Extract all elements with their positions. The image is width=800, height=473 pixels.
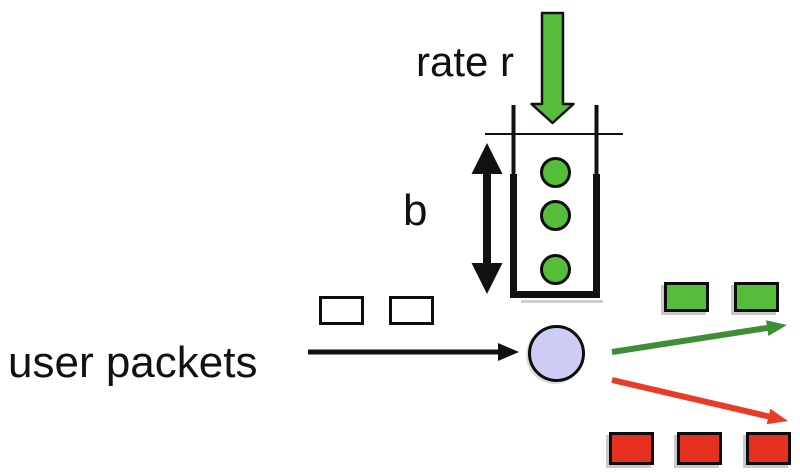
nonconforming-packet: [746, 432, 791, 465]
input-packet: [389, 296, 434, 325]
conforming-packet: [734, 282, 779, 312]
input-arrow: [308, 343, 519, 361]
nonconforming-packet: [677, 432, 722, 465]
token-circle: [540, 254, 571, 285]
rate-arrow-icon: [530, 11, 575, 125]
conforming-arrow: [611, 320, 787, 355]
token-circle: [540, 157, 571, 188]
conforming-packet: [664, 282, 709, 312]
bucket-depth-label: b: [403, 186, 428, 235]
token-circle: [540, 200, 571, 231]
input-packet: [319, 296, 364, 325]
regulator-circle: [528, 325, 585, 382]
bucket-depth-arrow: [471, 143, 503, 294]
rate-label: rate r: [416, 38, 515, 85]
user-packets-label: user packets: [8, 338, 258, 387]
nonconforming-arrow: [611, 377, 788, 425]
nonconforming-packet: [609, 432, 654, 465]
bucket-body: [510, 174, 600, 298]
